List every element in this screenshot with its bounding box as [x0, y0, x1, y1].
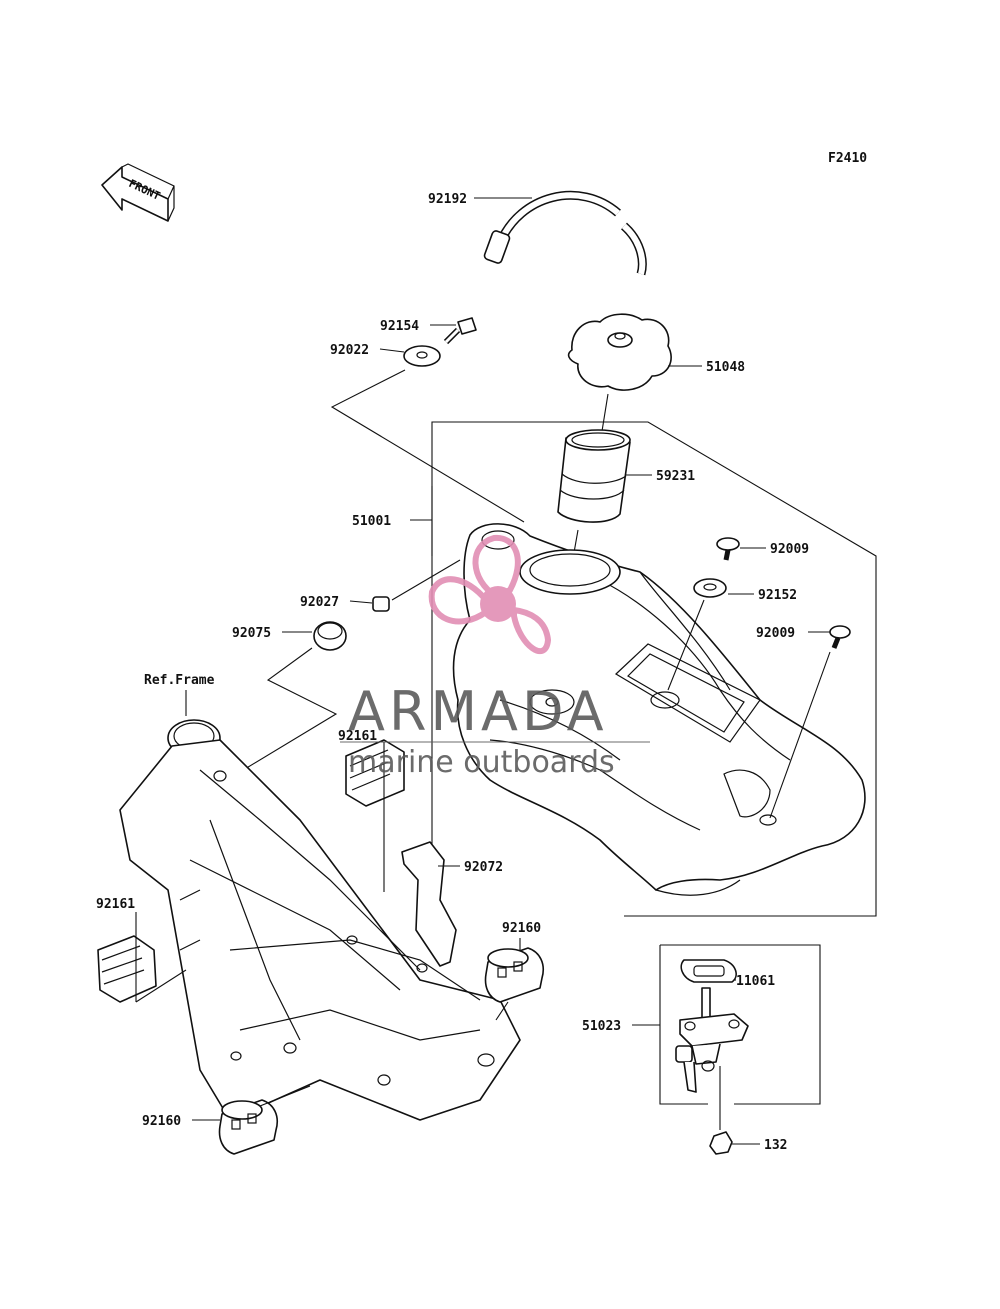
label-51023: 51023 [582, 1019, 621, 1034]
bracket-92072 [401, 841, 460, 967]
fuel-tank-51001 [452, 523, 866, 896]
ref-frame-label: Ref.Frame [144, 673, 215, 688]
label-92027: 92027 [300, 595, 339, 610]
label-92009-right: 92009 [756, 626, 795, 641]
label-11061: 11061 [736, 974, 775, 989]
pad-92161-upper [345, 739, 405, 892]
fuel-cock-51023 [632, 944, 821, 1155]
figure-code: F2410 [828, 151, 867, 166]
label-92154: 92154 [380, 319, 419, 334]
label-92160-right: 92160 [502, 921, 541, 936]
watermark: ARMADA marine outboards [340, 534, 650, 780]
fuel-cap-51048 [567, 313, 702, 457]
label-92160-left: 92160 [142, 1114, 181, 1129]
propeller-logo-icon [428, 534, 552, 655]
label-92022: 92022 [330, 343, 369, 358]
label-92192: 92192 [428, 192, 467, 207]
collar-92027 [349, 559, 461, 612]
front-arrow-icon: FRONT [101, 163, 175, 222]
rubber-92160-right [484, 938, 544, 1021]
label-51001: 51001 [352, 514, 391, 529]
label-92072: 92072 [464, 860, 503, 875]
label-92152: 92152 [758, 588, 797, 603]
label-92161-upper: 92161 [338, 729, 377, 744]
frame-reference [119, 719, 521, 1121]
label-51048: 51048 [706, 360, 745, 375]
label-92161-lower: 92161 [96, 897, 135, 912]
hose-92192 [474, 190, 647, 276]
damper-92075 [229, 621, 347, 779]
screw-92009-top [716, 537, 766, 561]
tank-group-bracket [330, 369, 877, 917]
rubber-92160-left [192, 1085, 311, 1155]
washer-92022 [379, 345, 441, 367]
label-92009-top: 92009 [770, 542, 809, 557]
watermark-brand: ARMADA [348, 680, 608, 743]
bolt-92154 [430, 317, 477, 345]
label-59231: 59231 [656, 469, 695, 484]
filter-59231 [557, 429, 652, 565]
screw-92009-right [769, 625, 851, 819]
label-92075: 92075 [232, 626, 271, 641]
grommet-92152 [667, 578, 754, 691]
label-132: 132 [764, 1138, 787, 1153]
watermark-tagline: marine outboards [348, 745, 615, 780]
pad-92161-lower [97, 912, 187, 1003]
